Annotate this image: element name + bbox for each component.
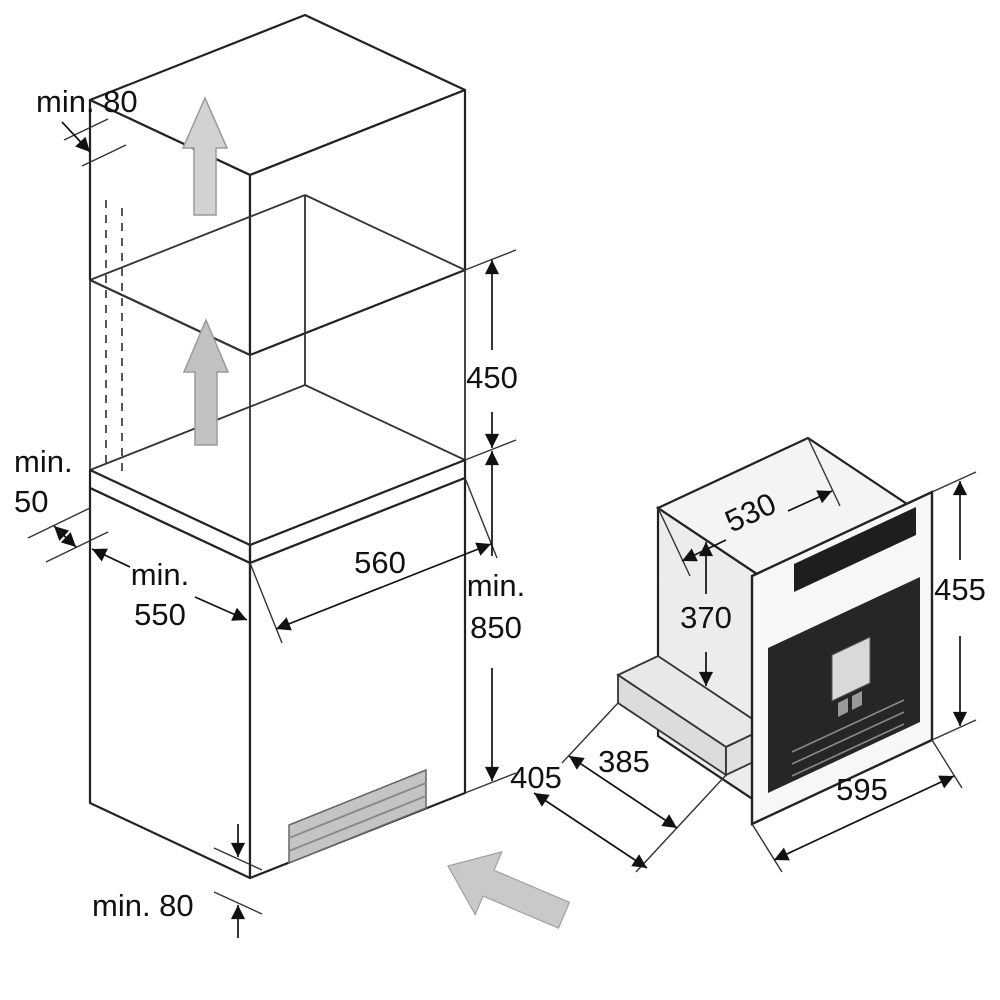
dim-top-clearance: min. 80 bbox=[36, 84, 138, 167]
appliance-figure: 530 370 455 385 405 bbox=[510, 436, 986, 873]
dim-total-depth-label: 405 bbox=[510, 760, 562, 795]
airflow-arrow-middle-icon bbox=[182, 318, 230, 446]
dim-install-height-label-1: min. bbox=[467, 568, 526, 603]
air-channel-dashed-lines bbox=[105, 200, 123, 478]
upper-cabinet-outline bbox=[88, 13, 467, 357]
dim-niche-width-label: 560 bbox=[354, 545, 406, 580]
dim-cabinet-depth-label-1: min. bbox=[131, 557, 190, 592]
dim-front-height: 455 bbox=[931, 471, 986, 741]
ventilation-grille bbox=[288, 768, 427, 865]
dim-install-height: min. 850 bbox=[464, 451, 526, 794]
cabinet-figure: min. 80 450 min. 50 560 bbox=[14, 13, 571, 938]
dim-total-depth: 405 bbox=[510, 760, 648, 869]
dim-body-height: 370 bbox=[680, 542, 732, 686]
dim-front-height-label: 455 bbox=[934, 572, 986, 607]
airflow-arrow-top-icon bbox=[181, 96, 229, 216]
dim-rear-gap: min. 50 bbox=[14, 444, 109, 563]
appliance-coffee-spout bbox=[831, 636, 871, 717]
airflow-arrows bbox=[181, 96, 571, 929]
airflow-arrow-bottom-icon bbox=[447, 851, 571, 929]
dim-rear-gap-label-2: 50 bbox=[14, 484, 48, 519]
dim-bottom-vent-label: min. 80 bbox=[92, 888, 194, 923]
appliance-display-panel bbox=[794, 507, 916, 592]
dim-body-depth: 385 bbox=[561, 702, 727, 873]
dim-top-clearance-label: min. 80 bbox=[36, 84, 138, 119]
dim-front-width: 595 bbox=[751, 739, 963, 873]
dim-front-width-label: 595 bbox=[836, 772, 888, 807]
dim-body-height-label: 370 bbox=[680, 600, 732, 635]
dim-cabinet-depth-label-2: 550 bbox=[134, 597, 186, 632]
dim-cabinet-depth: min. 550 bbox=[91, 548, 248, 632]
appliance-drip-tray-slats bbox=[791, 699, 905, 777]
dim-install-height-label-2: 850 bbox=[470, 610, 522, 645]
dim-niche-width: 560 bbox=[249, 477, 498, 644]
dim-niche-height-label: 450 bbox=[466, 360, 518, 395]
dim-bottom-vent: min. 80 bbox=[92, 824, 263, 938]
dim-body-depth-label: 385 bbox=[598, 744, 650, 779]
dim-rear-gap-label-1: min. bbox=[14, 444, 73, 479]
lower-cabinet-outline bbox=[88, 476, 467, 880]
dim-niche-height: 450 bbox=[464, 249, 518, 461]
